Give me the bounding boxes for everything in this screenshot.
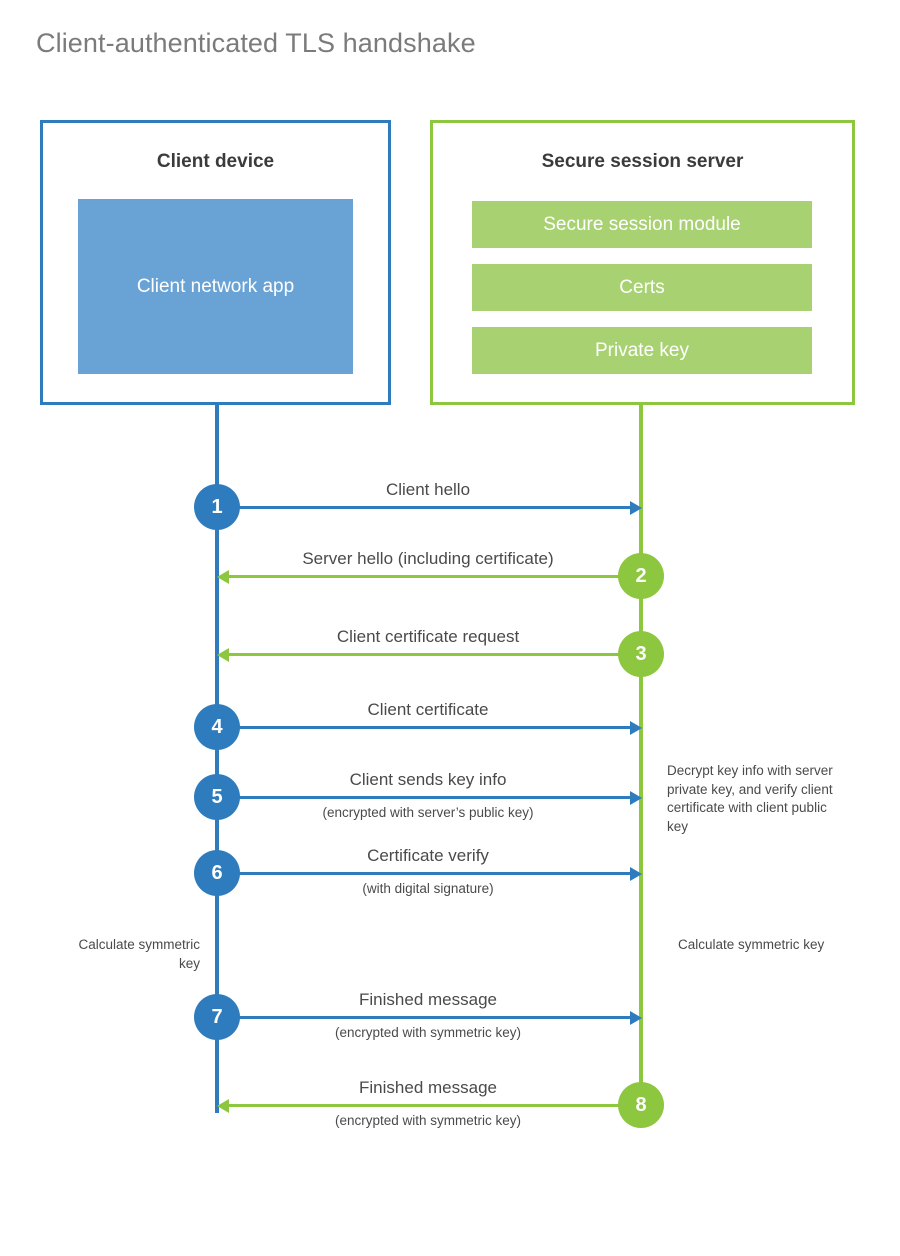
message-label-4: Client certificate [367,700,489,719]
secure-session-server-title: Secure session server [541,151,744,172]
certs-block: Certs [472,264,812,311]
step-number-4: 4 [211,715,223,738]
message-line-6 [217,872,631,875]
step-circle-7: 7 [194,994,240,1040]
step-circle-5: 5 [194,774,240,820]
message-line-5 [217,796,631,799]
message-line-1 [217,506,631,509]
secure-session-module-block: Secure session module [472,201,812,248]
private-key-block: Private key [472,327,812,374]
secure-session-server-box: Secure session server Secure session mod… [430,120,855,405]
message-label-3: Client certificate request [336,627,520,646]
arrowhead-right-icon [630,1011,642,1025]
step-number-7: 7 [211,1005,223,1028]
step-circle-6: 6 [194,850,240,896]
step-circle-4: 4 [194,704,240,750]
step-circle-8: 8 [618,1082,664,1128]
arrowhead-left-icon [217,570,229,584]
arrowhead-right-icon [630,867,642,881]
server-decrypt-annotation: Decrypt key info with server private key… [667,763,833,834]
step-circle-3: 3 [618,631,664,677]
message-line-8 [225,1104,639,1107]
arrowhead-left-icon [217,648,229,662]
message-sublabel-6: (with digital signature) [362,881,494,896]
step-number-2: 2 [635,564,647,587]
client-lifeline [215,403,219,1113]
message-label-2: Server hello (including certificate) [302,549,554,568]
client-device-title: Client device [156,151,275,172]
server-lifeline [639,403,643,1106]
message-label-6: Certificate verify [367,846,489,865]
message-label-7: Finished message [359,990,497,1009]
message-sublabel-5: (encrypted with server’s public key) [322,805,534,820]
message-sublabel-8: (encrypted with symmetric key) [334,1113,522,1128]
step-circle-2: 2 [618,553,664,599]
step-number-3: 3 [635,642,647,665]
step-number-1: 1 [211,495,223,518]
step-number-6: 6 [211,861,223,884]
step-circle-1: 1 [194,484,240,530]
message-line-3 [225,653,639,656]
step-number-8: 8 [635,1093,647,1116]
message-sublabel-7: (encrypted with symmetric key) [334,1025,522,1040]
arrowhead-right-icon [630,791,642,805]
client-device-box: Client device Client network app [40,120,391,405]
server-calculate-symmetric-key-annotation: Calculate symmetric key [678,937,825,952]
arrowhead-left-icon [217,1099,229,1113]
message-line-7 [217,1016,631,1019]
message-line-4 [217,726,631,729]
client-calculate-symmetric-key-annotation: Calculate symmetric key [78,937,200,971]
client-network-app-block: Client network app [78,199,353,374]
message-line-2 [225,575,639,578]
page-title: Client-authenticated TLS handshake [36,28,476,58]
message-label-1: Client hello [385,480,471,499]
message-label-5: Client sends key info [349,770,507,789]
arrowhead-right-icon [630,501,642,515]
arrowhead-right-icon [630,721,642,735]
step-number-5: 5 [211,785,223,808]
message-label-8: Finished message [359,1078,497,1097]
